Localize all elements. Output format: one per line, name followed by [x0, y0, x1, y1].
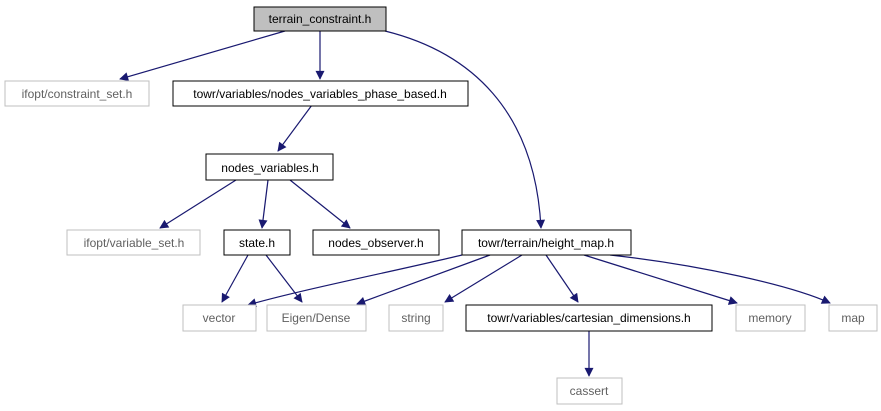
node-label: nodes_observer.h — [328, 236, 423, 250]
node-label: Eigen/Dense — [282, 311, 351, 325]
node-terrain-constraint[interactable]: terrain_constraint.h — [253, 6, 387, 32]
node-label: towr/variables/cartesian_dimensions.h — [487, 311, 690, 325]
node-label: cassert — [570, 384, 609, 398]
node-nodes-variables-phase-based[interactable]: towr/variables/nodes_variables_phase_bas… — [172, 80, 469, 107]
node-cartesian-dimensions[interactable]: towr/variables/cartesian_dimensions.h — [465, 304, 713, 332]
node-label: state.h — [239, 236, 275, 250]
node-label: string — [401, 311, 430, 325]
node-eigen-dense[interactable]: Eigen/Dense — [266, 304, 367, 332]
node-label: ifopt/variable_set.h — [84, 236, 185, 250]
node-label: towr/terrain/height_map.h — [478, 236, 614, 250]
node-variable-set[interactable]: ifopt/variable_set.h — [66, 229, 201, 256]
node-label: vector — [203, 311, 236, 325]
node-map[interactable]: map — [828, 304, 878, 332]
node-state[interactable]: state.h — [223, 229, 291, 256]
node-memory[interactable]: memory — [735, 304, 806, 332]
edge-height-map-to-memory — [583, 254, 738, 305]
edge-height-map-to-vector — [247, 254, 463, 308]
edge-terrain-constraint-to-height-map — [384, 30, 546, 229]
edge-nodes-variables-to-state — [258, 179, 269, 229]
edge-nodes-variables-to-variable-set — [159, 179, 237, 229]
edge-nodes-variables-phase-based-to-nodes-variables — [277, 104, 313, 152]
node-label: memory — [748, 311, 791, 325]
edge-layer — [119, 30, 831, 377]
node-height-map[interactable]: towr/terrain/height_map.h — [461, 229, 632, 256]
node-label: towr/variables/nodes_variables_phase_bas… — [193, 87, 447, 101]
node-label: terrain_constraint.h — [269, 12, 372, 26]
edge-height-map-to-cartesian-dimensions — [545, 254, 579, 303]
edge-height-map-to-eigen-dense — [356, 254, 491, 306]
edge-height-map-to-map — [609, 254, 831, 304]
edge-terrain-constraint-to-constraint-set — [119, 30, 286, 82]
node-label: nodes_variables.h — [221, 161, 318, 175]
node-nodes-variables[interactable]: nodes_variables.h — [205, 153, 334, 181]
node-cassert[interactable]: cassert — [556, 377, 623, 405]
node-constraint-set[interactable]: ifopt/constraint_set.h — [4, 80, 150, 107]
node-nodes-observer[interactable]: nodes_observer.h — [312, 229, 440, 256]
node-vector[interactable]: vector — [182, 304, 257, 332]
node-label: ifopt/constraint_set.h — [22, 87, 133, 101]
edge-state-to-vector — [221, 254, 249, 303]
edge-height-map-to-string — [444, 254, 523, 303]
node-label: map — [841, 311, 865, 325]
edge-nodes-variables-to-nodes-observer — [289, 179, 351, 229]
node-string[interactable]: string — [388, 304, 444, 332]
edge-state-to-eigen-dense — [265, 254, 303, 303]
